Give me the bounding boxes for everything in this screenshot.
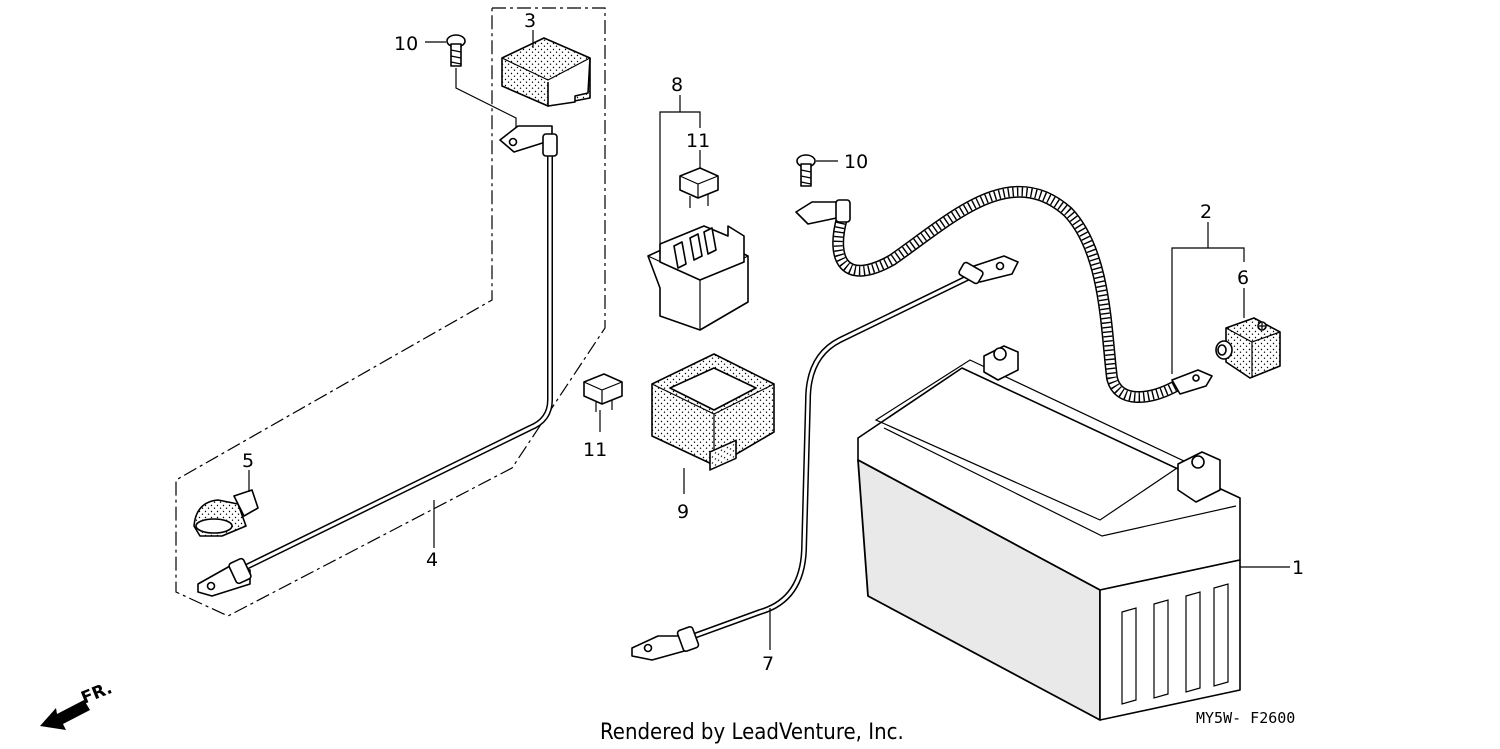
callout-11-top: 11 [686, 130, 710, 152]
front-arrow-icon [40, 700, 90, 730]
part-9-relay-holder[interactable] [651, 353, 775, 471]
callout-9: 9 [677, 501, 689, 523]
callout-10-left: 10 [394, 33, 418, 55]
part-11-fuse-bottom[interactable] [583, 373, 623, 412]
callouts: 3 10 8 11 10 2 6 11 5 9 4 1 7 [242, 10, 1304, 675]
callout-10-right: 10 [844, 151, 868, 173]
credit-text: Rendered by LeadVenture, Inc. [600, 720, 904, 745]
part-4-cable[interactable] [197, 125, 558, 597]
callout-4: 4 [426, 549, 438, 571]
callout-8: 8 [671, 74, 683, 96]
part-3-terminal-cover[interactable] [501, 37, 591, 107]
callout-1: 1 [1292, 557, 1304, 579]
part-10-bolt-right[interactable] [796, 154, 816, 187]
group-outline-left [175, 7, 606, 617]
part-8-starter-relay[interactable] [647, 225, 749, 331]
part-11-fuse-top[interactable] [679, 167, 719, 208]
part-1-battery[interactable] [857, 345, 1241, 721]
front-direction-arrow: FR. [40, 678, 115, 730]
diagram-code: MY5W- F2600 [1196, 709, 1295, 727]
callout-2: 2 [1200, 201, 1212, 223]
front-label: FR. [78, 678, 115, 708]
callout-11-bottom: 11 [583, 439, 607, 461]
part-10-bolt-left[interactable] [446, 34, 466, 67]
callout-7: 7 [762, 653, 774, 675]
part-7-cable[interactable] [631, 255, 1019, 661]
part-6-terminal-nut[interactable] [1215, 317, 1281, 379]
callout-3: 3 [524, 10, 536, 32]
callout-6: 6 [1237, 267, 1249, 289]
callout-5: 5 [242, 450, 254, 472]
part-2-cable[interactable] [795, 185, 1213, 403]
leader-lines [248, 30, 1290, 650]
part-5-boot[interactable] [193, 489, 259, 537]
